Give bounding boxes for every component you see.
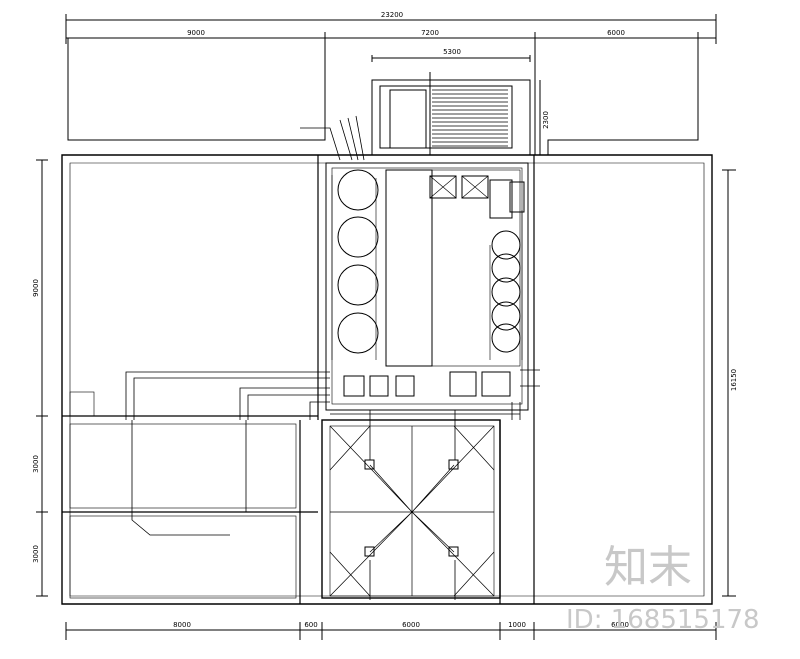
dim-ticks-bottom: [65, 622, 717, 640]
dim-ticks-left: [36, 159, 48, 597]
pipe-run-right: [511, 369, 540, 420]
panel-1: [343, 375, 365, 397]
dim-stair-width: 5300: [443, 48, 461, 56]
tank-slope-lines: [329, 425, 495, 597]
pump-room-wall: [325, 162, 529, 411]
tank-circle-2: [337, 216, 379, 258]
equip-box-1-x: [429, 175, 457, 199]
inner-wall-line: [69, 162, 705, 597]
pipe-inlets: [300, 115, 365, 161]
tank-circle-4: [337, 312, 379, 354]
panel-3: [395, 375, 415, 397]
equip-box-1: [429, 175, 457, 199]
pump-circle-2: [491, 253, 521, 283]
dim-bottom-b: 1000: [508, 621, 526, 629]
right-equip-bay: [431, 169, 521, 367]
dim-right-total: 16150: [730, 369, 738, 391]
equip-box-2: [461, 175, 489, 199]
dim-ticks-top: [65, 14, 717, 62]
right-room-divider: [499, 420, 535, 604]
dim-overall: 23200: [381, 11, 403, 19]
dim-left-mid: 3000: [32, 455, 40, 473]
dim-left-upper: 9000: [32, 279, 40, 297]
pump-circle-4: [491, 301, 521, 331]
dim-bottom-left: 8000: [173, 621, 191, 629]
left-room-1: [69, 423, 297, 509]
sump-2: [448, 459, 459, 470]
core-wall: [317, 155, 535, 420]
pipe-risers: [331, 175, 523, 360]
sump-4: [448, 546, 459, 557]
panel-5: [481, 371, 511, 397]
stair-inner: [379, 85, 513, 149]
dim-bottom-a: 600: [304, 621, 317, 629]
tank-circle-1: [337, 169, 379, 211]
dim-bottom-mid: 6000: [402, 621, 420, 629]
panel-4: [449, 371, 477, 397]
equip-box-4: [509, 181, 525, 213]
dim-top-mid: 7200: [421, 29, 439, 37]
water-tank: [321, 419, 501, 599]
dim-ticks-right: [722, 169, 736, 597]
dim-stair-depth: 2300: [542, 111, 550, 129]
dim-bottom-right: 6000: [611, 621, 629, 629]
dim-top-right: 6000: [607, 29, 625, 37]
sump-3: [364, 546, 375, 557]
watermark-logo: 知末: [604, 542, 692, 593]
pipe-run-main: [125, 371, 330, 420]
outer-wall: [61, 154, 713, 605]
stair-treads: [432, 89, 508, 147]
upper-outline-left: [67, 38, 326, 141]
pipe-run-core: [330, 409, 520, 600]
pump-circle-1: [491, 230, 521, 260]
dim-top-left: 9000: [187, 29, 205, 37]
central-partition: [385, 169, 433, 367]
stair-landing: [389, 89, 427, 149]
watermark-id: ID: 168515178: [566, 605, 760, 635]
upper-outline-right: [534, 38, 699, 156]
dim-left-lower: 3000: [32, 545, 40, 563]
stair-outline: [371, 79, 531, 156]
left-room-2: [69, 515, 297, 599]
equip-box-2-x: [461, 175, 489, 199]
pump-circle-3: [491, 277, 521, 307]
panel-2: [369, 375, 389, 397]
left-room-divider: [62, 415, 318, 604]
tank-circle-3: [337, 264, 379, 306]
left-notch: [69, 391, 95, 417]
equip-box-3: [489, 179, 513, 219]
pump-circle-5: [491, 323, 521, 353]
pipe-run-lower: [131, 420, 247, 536]
sump-1: [364, 459, 375, 470]
